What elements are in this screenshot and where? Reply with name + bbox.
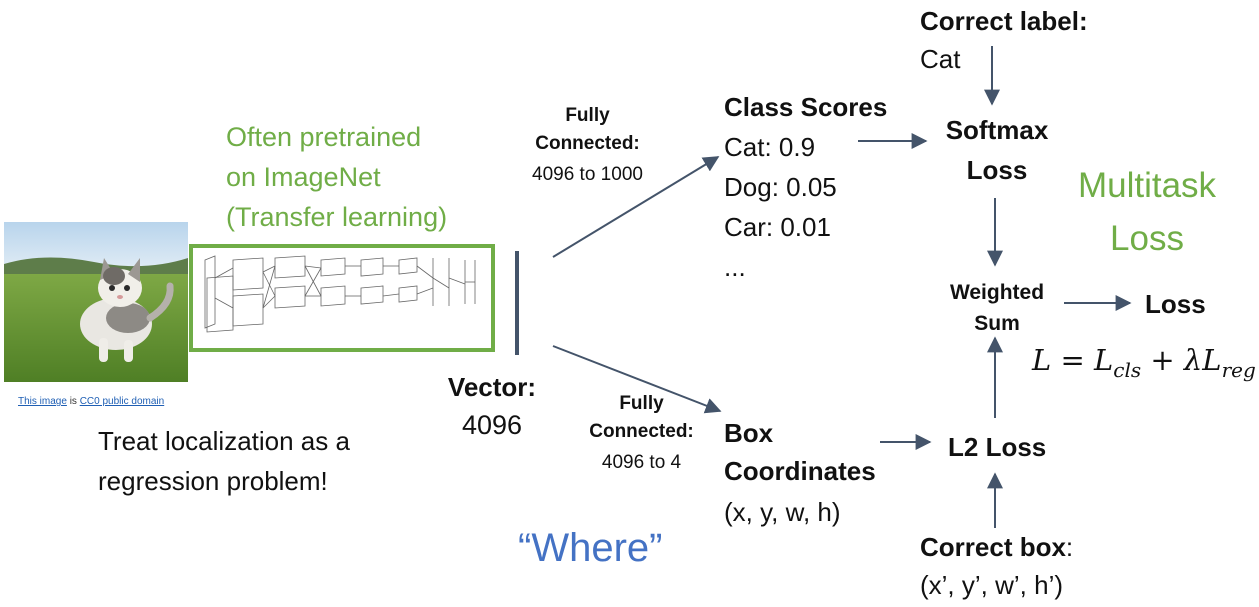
- fc-bottom-line2: Connected:: [589, 421, 694, 442]
- license-link[interactable]: CC0 public domain: [79, 396, 165, 407]
- multitask-line1: Multitask: [1077, 166, 1217, 205]
- loss-equation: L = Lcls + λLreg: [1032, 343, 1256, 382]
- image-credit-link[interactable]: This image: [18, 396, 67, 407]
- class-score-item: Dog: 0.05: [724, 172, 837, 202]
- box-coords-line2: Coordinates: [724, 456, 876, 486]
- pretrained-line3: (Transfer learning): [226, 202, 448, 232]
- fc-top-line2: Connected:: [535, 133, 640, 154]
- multitask-line2: Loss: [1110, 219, 1184, 258]
- weighted-sum-line2: Sum: [974, 312, 1020, 335]
- weighted-sum-line1: Weighted: [949, 281, 1045, 304]
- fc-top-line1: Fully: [565, 105, 610, 126]
- box-coords-line1: Box: [724, 418, 774, 448]
- vector-bar: [515, 251, 519, 355]
- class-score-item: ...: [724, 252, 746, 282]
- pretrained-line1: Often pretrained: [226, 122, 422, 152]
- kitten-photo: [4, 222, 188, 382]
- fc-bottom-line3: 4096 to 4: [601, 452, 682, 473]
- softmax-line2: Loss: [966, 155, 1028, 185]
- class-score-item: Car: 0.01: [724, 212, 831, 242]
- correct-box-value: (x’, y’, w’, h’): [920, 570, 1063, 600]
- softmax-line1: Softmax: [945, 115, 1049, 145]
- correct-label-value: Cat: [920, 44, 961, 74]
- cnn-architecture-diagram: [204, 255, 476, 333]
- vector-title: Vector:: [447, 372, 537, 402]
- box-coords-line3: (x, y, w, h): [724, 497, 841, 527]
- cnn-architecture-box: [189, 244, 495, 352]
- vector-value: 4096: [461, 410, 523, 440]
- treat-line2: regression problem!: [98, 466, 328, 496]
- fc-top-line3: 4096 to 1000: [532, 164, 643, 185]
- correct-box-title: Correct box:: [920, 532, 1074, 562]
- pretrained-line2: on ImageNet: [226, 162, 381, 192]
- image-credit: This image is CC0 public domain: [18, 396, 165, 407]
- correct-label-title: Correct label:: [920, 6, 1088, 36]
- loss-label: Loss: [1145, 289, 1206, 319]
- treat-line1: Treat localization as a: [98, 426, 350, 456]
- fc-bottom-line1: Fully: [619, 393, 664, 414]
- l2-loss-label: L2 Loss: [948, 432, 1047, 462]
- class-scores-title: Class Scores: [724, 92, 888, 122]
- class-score-item: Cat: 0.9: [724, 132, 816, 162]
- where-label: “Where”: [518, 526, 663, 570]
